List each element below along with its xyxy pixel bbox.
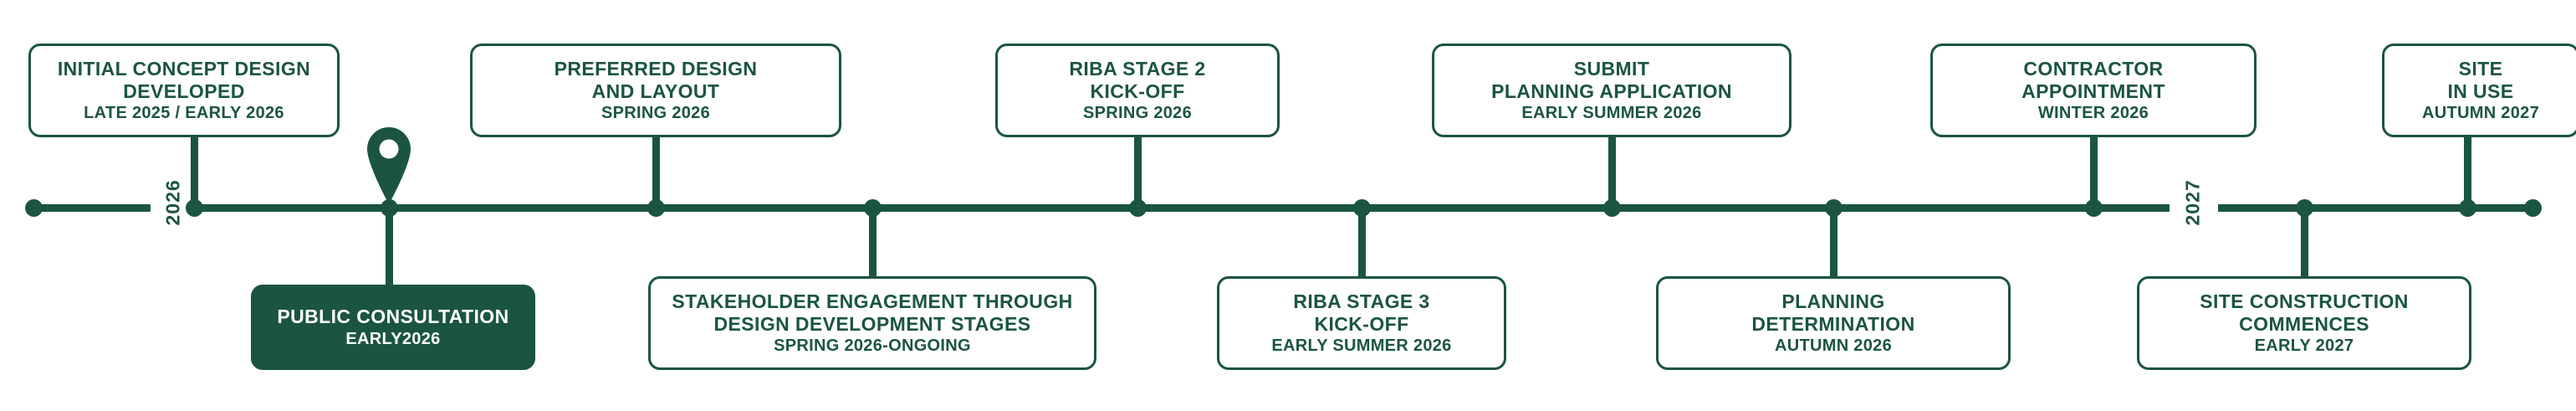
connector-site-in-use	[2464, 137, 2471, 208]
node-card-planning-determination[interactable]: PLANNING DETERMINATION AUTUMN 2026	[1656, 276, 2011, 370]
connector-contractor-appointment	[2090, 137, 2098, 208]
node-card-site-construction-commences[interactable]: SITE CONSTRUCTION COMMENCES EARLY 2027	[2137, 276, 2471, 370]
year-marker-2027: 2027	[2181, 179, 2204, 226]
timeline-axis-segment	[28, 204, 151, 212]
timeline-dot-preferred-design-and-layout[interactable]	[647, 199, 665, 217]
connector-initial-concept-design	[191, 137, 198, 208]
timeline-dot-contractor-appointment[interactable]	[2085, 199, 2103, 217]
node-date-riba-stage-3-kick-off: EARLY SUMMER 2026	[1271, 337, 1452, 356]
node-date-site-in-use: AUTUMN 2027	[2422, 104, 2539, 123]
connector-submit-planning-application	[1608, 137, 1616, 208]
timeline-dot-riba-stage-2-kick-off[interactable]	[1129, 199, 1147, 217]
node-date-submit-planning-application: EARLY SUMMER 2026	[1521, 104, 1702, 123]
node-card-riba-stage-2-kick-off[interactable]: RIBA STAGE 2 KICK-OFF SPRING 2026	[995, 44, 1280, 137]
node-title-planning-determination: PLANNING DETERMINATION	[1751, 290, 1915, 335]
node-date-initial-concept-design: LATE 2025 / EARLY 2026	[84, 104, 284, 123]
year-marker-2026: 2026	[161, 179, 184, 226]
node-date-preferred-design-and-layout: SPRING 2026	[601, 104, 711, 123]
connector-public-consultation	[386, 208, 393, 285]
timeline-axis-segment	[2218, 204, 2529, 212]
timeline-dot-initial-concept-design[interactable]	[186, 199, 203, 217]
timeline-end-cap	[2524, 199, 2542, 217]
node-card-initial-concept-design[interactable]: INITIAL CONCEPT DESIGN DEVELOPED LATE 202…	[28, 44, 340, 137]
node-title-stakeholder-engagement: STAKEHOLDER ENGAGEMENT THROUGH DESIGN DE…	[672, 290, 1073, 335]
timeline-axis-segment	[197, 204, 2170, 212]
timeline-start-cap	[25, 199, 43, 217]
node-card-stakeholder-engagement[interactable]: STAKEHOLDER ENGAGEMENT THROUGH DESIGN DE…	[648, 276, 1096, 370]
node-title-initial-concept-design: INITIAL CONCEPT DESIGN DEVELOPED	[57, 57, 311, 102]
node-card-submit-planning-application[interactable]: SUBMIT PLANNING APPLICATION EARLY SUMMER …	[1432, 44, 1791, 137]
node-title-contractor-appointment: CONTRACTOR APPOINTMENT	[2021, 57, 2165, 102]
node-card-riba-stage-3-kick-off[interactable]: RIBA STAGE 3 KICK-OFF EARLY SUMMER 2026	[1217, 276, 1506, 370]
node-title-preferred-design-and-layout: PREFERRED DESIGN AND LAYOUT	[554, 57, 758, 102]
node-title-site-construction-commences: SITE CONSTRUCTION COMMENCES	[2200, 290, 2409, 335]
node-card-site-in-use[interactable]: SITE IN USE AUTUMN 2027	[2382, 44, 2576, 137]
connector-preferred-design-and-layout	[652, 137, 660, 208]
connector-site-construction-commences	[2301, 208, 2308, 276]
node-title-site-in-use: SITE IN USE	[2447, 57, 2514, 102]
map-pin-icon	[367, 127, 411, 204]
connector-planning-determination	[1830, 208, 1837, 276]
connector-stakeholder-engagement	[869, 208, 877, 276]
node-card-preferred-design-and-layout[interactable]: PREFERRED DESIGN AND LAYOUT SPRING 2026	[470, 44, 841, 137]
connector-riba-stage-2-kick-off	[1134, 137, 1142, 208]
node-date-site-construction-commences: EARLY 2027	[2254, 337, 2354, 356]
node-title-riba-stage-3-kick-off: RIBA STAGE 3 KICK-OFF	[1293, 290, 1430, 335]
node-card-contractor-appointment[interactable]: CONTRACTOR APPOINTMENT WINTER 2026	[1930, 44, 2257, 137]
node-title-submit-planning-application: SUBMIT PLANNING APPLICATION	[1491, 57, 1732, 102]
timeline-dot-submit-planning-application[interactable]	[1603, 199, 1621, 217]
timeline-dot-site-in-use[interactable]	[2459, 199, 2476, 217]
node-date-planning-determination: AUTUMN 2026	[1775, 337, 1892, 356]
node-date-riba-stage-2-kick-off: SPRING 2026	[1082, 104, 1193, 123]
node-title-public-consultation: PUBLIC CONSULTATION	[277, 306, 509, 328]
node-date-contractor-appointment: WINTER 2026	[2037, 104, 2149, 123]
node-date-stakeholder-engagement: SPRING 2026-ONGOING	[774, 337, 971, 356]
node-title-riba-stage-2-kick-off: RIBA STAGE 2 KICK-OFF	[1069, 57, 1206, 102]
node-date-public-consultation: EARLY2026	[345, 329, 441, 348]
connector-riba-stage-3-kick-off	[1358, 208, 1366, 276]
